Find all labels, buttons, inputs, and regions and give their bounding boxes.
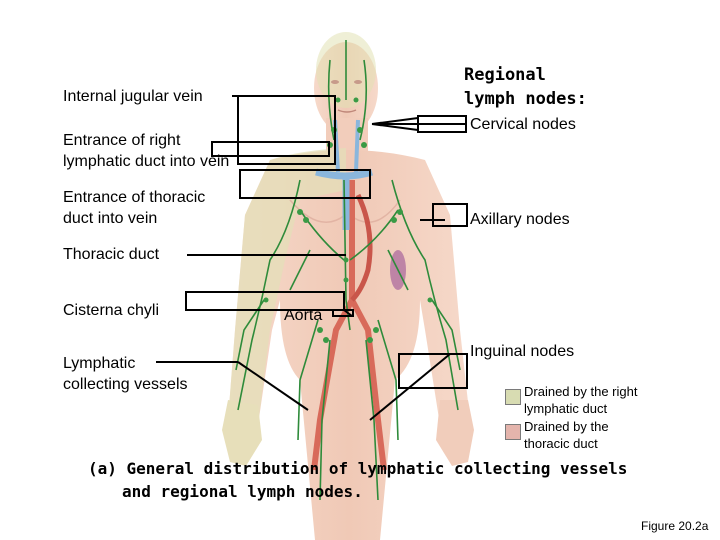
label-cervical-nodes: Cervical nodes [470,116,576,133]
label-aorta: Aorta [284,307,323,324]
label-thoracic-duct: Thoracic duct [63,246,160,263]
label-entrance-thoracic-2: duct into vein [63,210,158,227]
label-axillary-nodes: Axillary nodes [470,211,570,228]
caption-line-1: (a) General distribution of lymphatic co… [88,459,628,478]
figure-label: Figure 20.2a [641,519,709,533]
legend-thoracic-2: thoracic duct [524,436,598,451]
legend-right-1: Drained by the right [524,384,638,399]
label-regional-2: lymph nodes: [464,89,587,109]
legend-swatch-right [505,389,521,405]
label-regional-1: Regional [464,65,546,85]
leader-lines [156,95,468,421]
lymphatic-vessels [235,40,461,501]
label-lymphatic-collecting-2: collecting vessels [63,376,188,393]
label-lymphatic-collecting-1: Lymphatic [63,355,136,372]
label-entrance-thoracic-1: Entrance of thoracic [63,189,206,206]
legend-thoracic-1: Drained by the [524,419,609,434]
label-internal-jugular-vein: Internal jugular vein [63,88,203,105]
legend-swatch-thoracic [505,424,521,440]
label-inguinal-nodes: Inguinal nodes [470,343,575,360]
label-entrance-right-lymphatic-2: lymphatic duct into vein [63,153,230,170]
label-cisterna-chyli: Cisterna chyli [63,302,160,319]
legend-right-2: lymphatic duct [524,401,608,416]
label-entrance-right-lymphatic-1: Entrance of right [63,132,181,149]
caption-line-2: and regional lymph nodes. [122,482,363,501]
